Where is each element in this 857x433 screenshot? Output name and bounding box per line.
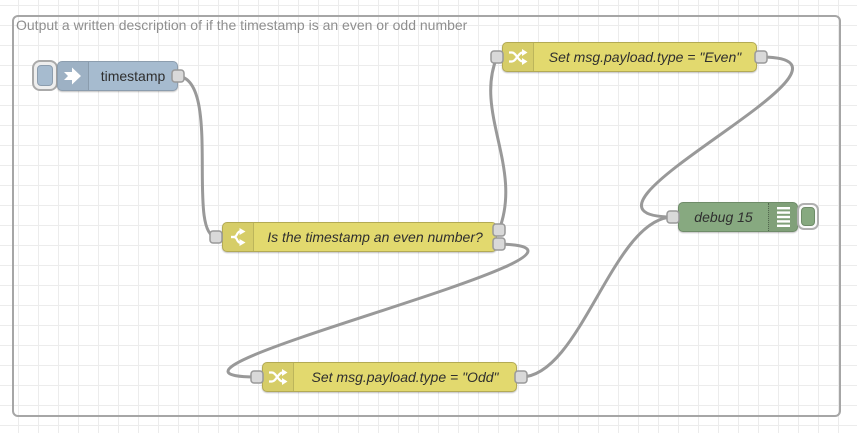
debug-toggle-button[interactable] [797, 203, 819, 230]
node-label: Set msg.payload.type = "Even" [548, 49, 742, 65]
node-debug-15[interactable]: debug 15 [678, 202, 798, 232]
node-label: debug 15 [694, 209, 753, 225]
node-inject-timestamp[interactable]: timestamp [57, 61, 178, 91]
group-label: Output a written description of if the t… [16, 17, 468, 33]
node-label: Set msg.payload.type = "Odd" [311, 369, 499, 385]
node-switch-even-check[interactable]: Is the timestamp an even number? [222, 222, 497, 252]
wire-change-odd-to-debug[interactable] [519, 215, 675, 379]
wire-change-even-to-debug[interactable] [640, 55, 794, 219]
fork-branch-icon [223, 223, 254, 251]
wire-inject-to-switch[interactable] [176, 74, 218, 239]
node-change-set-odd[interactable]: Set msg.payload.type = "Odd" [262, 362, 517, 392]
node-change-set-even[interactable]: Set msg.payload.type = "Even" [502, 42, 757, 72]
group-outline[interactable] [12, 15, 841, 417]
shuffle-icon [263, 363, 294, 391]
shuffle-icon [503, 43, 534, 71]
wire-switch-to-change-even[interactable] [489, 55, 508, 232]
console-lines-icon [768, 203, 797, 231]
node-label: Is the timestamp an even number? [267, 229, 483, 245]
inject-trigger-button[interactable] [32, 60, 58, 91]
wire-switch-to-change-odd[interactable] [226, 242, 530, 379]
node-label: timestamp [100, 68, 166, 84]
inject-arrow-icon [58, 62, 89, 90]
debug-toggle-button-inner [801, 207, 815, 226]
inject-trigger-button-inner [37, 65, 53, 86]
